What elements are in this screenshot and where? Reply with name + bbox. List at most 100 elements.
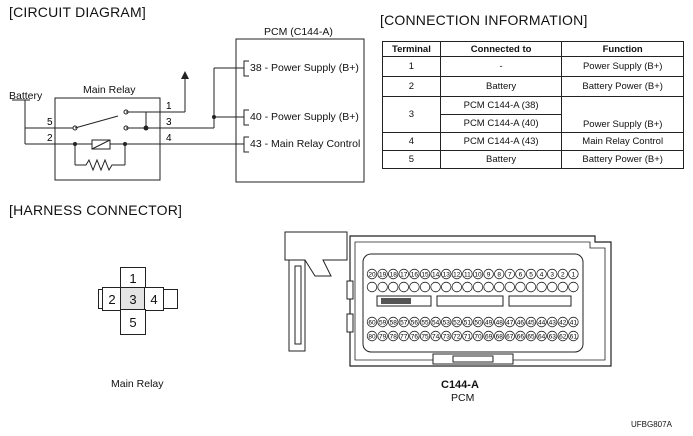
circuit-diagram-heading: [CIRCUIT DIAGRAM] [9,4,146,20]
pcm-pin [451,316,463,328]
pcm-pin [557,281,569,293]
pcm-pin [366,316,378,328]
pcm-pin [366,330,378,342]
pcm-pin-number: 13 [443,271,451,278]
pcm-pin-number: 56 [411,319,419,326]
pcm-pin-number: 62 [559,333,567,340]
pcm-pin [451,281,463,293]
pcm-pin-number: 80 [368,333,376,340]
table-row: 5 Battery Battery Power (B+) [382,150,684,169]
pcm-pin [451,268,463,280]
pcm-pin-number: 49 [485,319,493,326]
pcm-pin [536,281,547,293]
pcm-pin-number: 57 [400,319,408,326]
pcm-pin [515,316,526,328]
pcm-pin-number: 47 [506,319,514,326]
pin1-arrow [181,71,189,79]
header-terminal: Terminal [382,41,441,57]
pcm-pin-number: 67 [506,333,514,340]
pcm-pin [398,268,410,280]
pcm-pin-number: 50 [474,319,482,326]
battery-label: Battery [9,90,43,102]
pcm-pin [525,281,537,293]
pcm-pin [462,330,473,342]
pcm-pin-row-2 [366,281,579,293]
pcm-pin [409,281,420,293]
pcm-pin-number: 72 [453,333,461,340]
pcm-pin [377,330,388,342]
pcm-pin-number: 64 [538,333,546,340]
pcm-pin-number: 11 [464,271,471,278]
relay-connector-pin-4: 4 [144,287,164,311]
connection-info-heading: [CONNECTION INFORMATION] [380,12,588,28]
table-row: 3 PCM C144-A (38) Power Supply (B+) [382,96,684,133]
pcm-pin-40-label: 40 - Power Supply (B+) [250,111,359,123]
pcm-pin-number: 46 [517,319,525,326]
pcm-pin-number: 77 [400,333,408,340]
pcm-pin [515,281,526,293]
pcm-pin [504,281,516,293]
pcm-pin [525,316,537,328]
pcm-pin [525,330,537,342]
pcm-pin [472,316,484,328]
pcm-pin [419,268,431,280]
pcm-pin [493,330,505,342]
pcm-pin-number: 44 [538,319,546,326]
main-relay-box [54,97,161,181]
pcm-pin [398,330,410,342]
pcm-pin-number: 76 [411,333,419,340]
pcm-pin-number: 63 [549,333,557,340]
relay-pin-5: 5 [47,117,53,128]
pcm-pin-number: 79 [379,333,387,340]
pcm-pin [483,268,494,280]
pcm-pin [398,281,410,293]
pcm-pin-number: 52 [453,319,461,326]
pcm-pin [377,268,388,280]
pcm-pin-number: 43 [549,319,557,326]
pcm-pin-number: 9 [487,271,491,278]
pcm-pin-number: 15 [421,271,429,278]
pcm-pin-38-label: 38 - Power Supply (B+) [250,62,359,74]
relay-pin-1: 1 [166,101,172,112]
pcm-pin-number: 48 [496,319,504,326]
pcm-pin-number: 45 [527,319,535,326]
pcm-pin-number: 58 [390,319,398,326]
relay-connector-pin-3: 3 [120,287,146,311]
pcm-pin-number: 20 [368,271,376,278]
pcm-pin [430,281,441,293]
pcm-label: PCM (C144-A) [264,26,333,38]
pcm-pin [462,316,473,328]
pcm-pin [430,330,441,342]
pcm-pin [536,330,547,342]
pcm-pin [557,316,569,328]
pcm-box [235,38,365,183]
pcm-pin [409,316,420,328]
header-connected-to: Connected to [439,41,563,57]
pcm-pin-number: 69 [485,333,493,340]
pcm-pin-number: 6 [519,271,523,278]
figure-code: UFBG807A [631,420,672,429]
harness-connector-heading: [HARNESS CONNECTOR] [9,202,183,218]
pcm-pin-number: 41 [570,319,578,326]
pcm-pin-number: 74 [432,333,440,340]
pcm-pin [409,330,420,342]
pcm-pin-number: 18 [390,271,398,278]
pcm-pin [440,268,452,280]
pcm-connector-caption: C144-A [441,379,479,391]
pcm-pin [568,268,579,280]
circuit-diagram: 1 3 4 5 2 [12,38,365,183]
pcm-pin [377,316,388,328]
pcm-pin-number: 73 [443,333,451,340]
pcm-pin [462,281,473,293]
pcm-pin-number: 70 [474,333,482,340]
pcm-pin [504,268,516,280]
pcm-pin [366,281,378,293]
table-row: 1 - Power Supply (B+) [382,56,684,77]
pcm-pin [536,268,547,280]
pcm-pin [440,281,452,293]
pcm-pin [483,316,494,328]
